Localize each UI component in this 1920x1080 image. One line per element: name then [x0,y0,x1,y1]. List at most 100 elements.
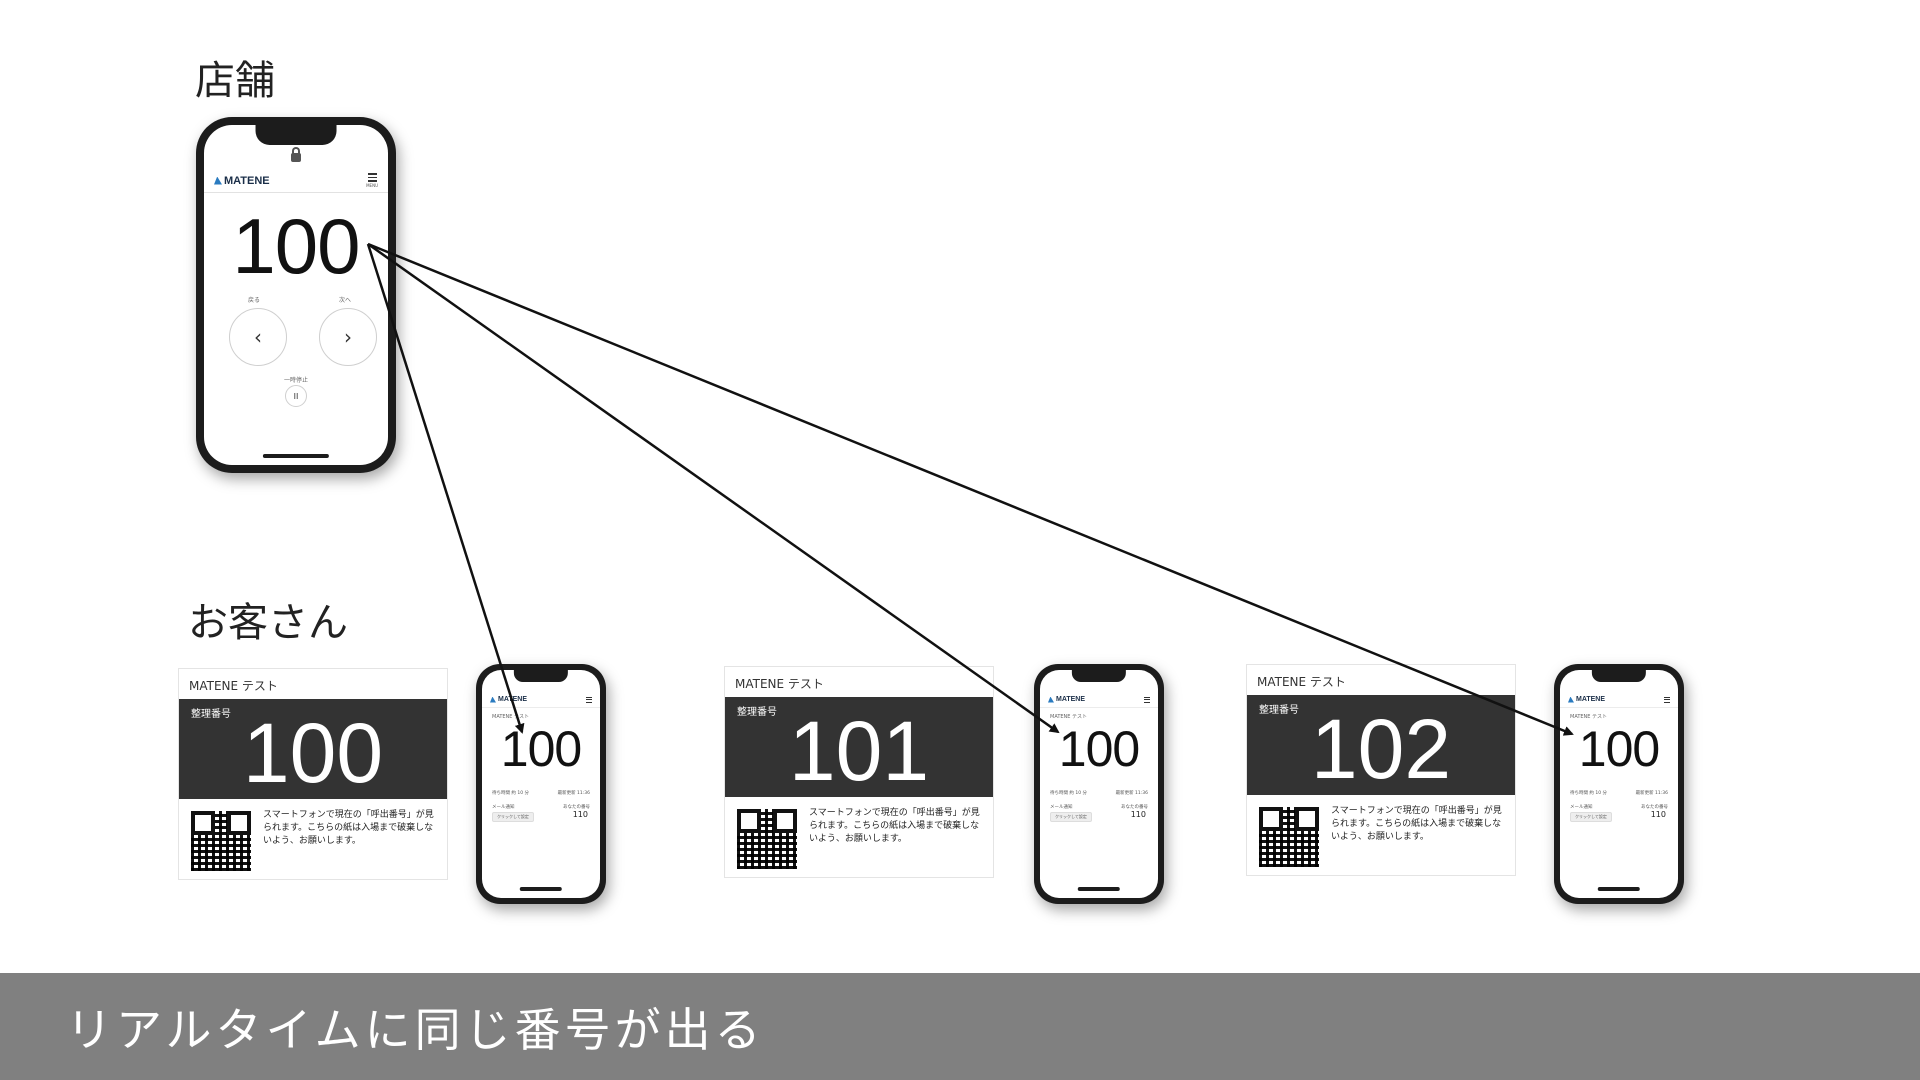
phone-notch [1591,670,1647,682]
chevron-right-icon: › [344,325,352,349]
ticket-body: スマートフォンで現在の「呼出番号」が見られます。こちらの紙は入場まで破棄しないよ… [1247,795,1515,875]
notify-row: メール通知 あなたの番号 [492,804,590,810]
home-indicator [519,887,563,891]
ticket-body: スマートフォンで現在の「呼出番号」が見られます。こちらの紙は入場まで破棄しないよ… [179,799,447,879]
your-number-value: 110 [1650,810,1666,819]
wait-info-row: 待ち時間 約 10 分 最新更新 11:36 [1570,790,1668,796]
customer-app-header: MATENE [482,692,600,708]
notify-setting-button[interactable]: クリックして設定 [492,812,534,822]
menu-icon[interactable]: MENU [366,173,378,188]
last-updated: 最新更新 11:36 [557,791,590,796]
customer-phone-screen: MATENE MATENE テスト 100 待ち時間 約 10 分 最新更新 1… [1560,670,1678,898]
your-number-label: あなたの番号 [1641,805,1668,810]
wait-info-row: 待ち時間 約 10 分 最新更新 11:36 [1050,790,1148,796]
home-indicator [262,454,330,458]
menu-icon[interactable] [1144,696,1150,703]
event-name: MATENE テスト [1050,714,1088,720]
notify-setting-button[interactable]: クリックして設定 [1050,812,1092,822]
ticket-number-band: 整理番号 102 [1247,695,1515,796]
back-button[interactable]: ‹ [229,308,287,366]
ticket-body: スマートフォンで現在の「呼出番号」が見られます。こちらの紙は入場まで破棄しないよ… [725,797,993,877]
current-call-number: 100 [232,202,360,290]
last-updated: 最新更新 11:36 [1635,791,1668,796]
brand-name: MATENE [1056,696,1086,703]
notify-row: メール通知 あなたの番号 [1570,804,1668,810]
ticket-card: MATENE テスト 整理番号 102 スマートフォンで現在の「呼出番号」が見ら… [1246,664,1516,876]
brand-name: MATENE [1576,696,1606,703]
caption-text: リアルタイムに同じ番号が出る [66,1002,765,1057]
menu-icon[interactable] [1664,696,1670,703]
wait-info-row: 待ち時間 約 10 分 最新更新 11:36 [492,790,590,796]
customer-app-header: MATENE [1560,692,1678,708]
menu-icon[interactable] [586,696,592,703]
mail-notify-label: メール通知 [1570,805,1593,810]
ticket-title: MATENE テスト [1257,675,1346,689]
customer-phone-screen: MATENE MATENE テスト 100 待ち時間 約 10 分 最新更新 1… [1040,670,1158,898]
store-phone: MATENE MENU 100 戻る 次へ ‹ › 一時停止 II [196,117,396,473]
wait-time: 待ち時間 約 10 分 [492,791,530,796]
matene-logo-icon [1048,696,1054,703]
wait-time: 待ち時間 約 10 分 [1570,791,1608,796]
ticket-instructions: スマートフォンで現在の「呼出番号」が見られます。こちらの紙は入場まで破棄しないよ… [1331,806,1502,842]
customer-app-header: MATENE [1040,692,1158,708]
customer-phone-screen: MATENE MATENE テスト 100 待ち時間 約 10 分 最新更新 1… [482,670,600,898]
your-number-label: あなたの番号 [563,805,590,810]
pause-button[interactable]: II [285,385,307,407]
matene-logo-icon [214,176,222,185]
matene-logo-icon [490,696,496,703]
event-name: MATENE テスト [1570,714,1608,720]
arrow-to-customer-2 [367,242,1060,734]
brand-logo: MATENE [1048,696,1085,703]
qr-code-icon [735,807,799,871]
chevron-left-icon: ‹ [254,325,262,349]
customer-phone: MATENE MATENE テスト 100 待ち時間 約 10 分 最新更新 1… [476,664,606,904]
notify-setting-button[interactable]: クリックして設定 [1570,812,1612,822]
brand-logo: MATENE [490,696,527,703]
next-label: 次へ [339,297,352,304]
your-number-label: あなたの番号 [1121,805,1148,810]
store-app-header: MATENE MENU [204,169,388,193]
pause-icon: II [293,391,299,401]
current-call-number: 100 [1578,721,1660,777]
home-indicator [1597,887,1641,891]
current-call-number: 100 [500,721,582,777]
brand-name: MATENE [224,174,270,187]
customer-phone: MATENE MATENE テスト 100 待ち時間 約 10 分 最新更新 1… [1034,664,1164,904]
brand-logo: MATENE [1568,696,1605,703]
ticket-number: 101 [788,704,930,798]
last-updated: 最新更新 11:36 [1115,791,1148,796]
brand-logo: MATENE [214,175,270,187]
your-number-value: 110 [572,810,588,819]
ticket-band-label: 整理番号 [191,709,231,720]
ticket-instructions: スマートフォンで現在の「呼出番号」が見られます。こちらの紙は入場まで破棄しないよ… [809,808,980,844]
lock-icon [291,147,301,162]
ticket-card: MATENE テスト 整理番号 101 スマートフォンで現在の「呼出番号」が見ら… [724,666,994,878]
ticket-title: MATENE テスト [189,679,278,693]
phone-notch [513,670,569,682]
ticket-instructions: スマートフォンで現在の「呼出番号」が見られます。こちらの紙は入場まで破棄しないよ… [263,810,434,846]
mail-notify-label: メール通知 [1050,805,1073,810]
ticket-number: 100 [242,706,384,800]
ticket-title: MATENE テスト [735,677,824,691]
arrow-to-customer-3 [367,242,1574,736]
qr-code-icon [189,809,253,873]
ticket-card: MATENE テスト 整理番号 100 スマートフォンで現在の「呼出番号」が見ら… [178,668,448,880]
home-indicator [1077,887,1121,891]
customer-section-label: お客さん [188,600,348,646]
customer-phone: MATENE MATENE テスト 100 待ち時間 約 10 分 最新更新 1… [1554,664,1684,904]
phone-notch [255,125,337,145]
brand-name: MATENE [498,696,528,703]
pause-label: 一時停止 [283,377,308,384]
menu-label: MENU [366,182,378,188]
next-button[interactable]: › [319,308,377,366]
ticket-number: 102 [1310,702,1452,796]
mail-notify-label: メール通知 [492,805,515,810]
caption-banner: リアルタイムに同じ番号が出る [0,973,1920,1080]
your-number-value: 110 [1130,810,1146,819]
matene-logo-icon [1568,696,1574,703]
qr-code-icon [1257,805,1321,869]
ticket-number-band: 整理番号 100 [179,699,447,800]
phone-notch [1071,670,1127,682]
ticket-number-band: 整理番号 101 [725,697,993,798]
event-name: MATENE テスト [492,714,530,720]
